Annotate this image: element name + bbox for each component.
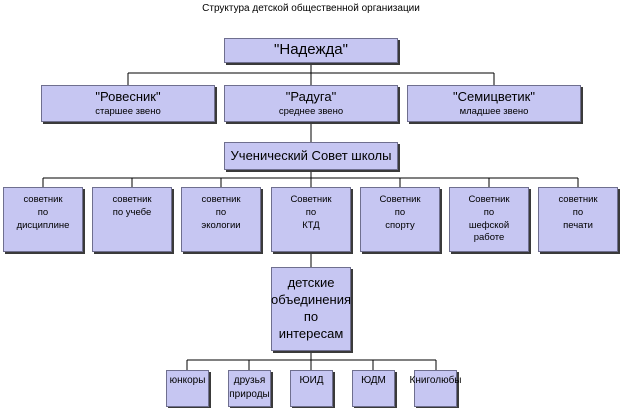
group-node-middle: "Радуга" среднее звено <box>224 85 398 122</box>
advisor-line: Советник <box>290 194 332 205</box>
associations-line: объединения <box>270 292 352 308</box>
club-line: друзья <box>233 375 266 386</box>
advisor-node-discipline: советник по дисциплине <box>3 187 83 252</box>
advisor-line: Советник <box>379 194 421 205</box>
advisor-line: советник <box>201 194 241 205</box>
root-node: "Надежда" <box>224 38 398 63</box>
advisor-line: советник <box>23 194 63 205</box>
club-line: Книголюбы <box>409 375 462 386</box>
club-node-yuid: ЮИД <box>290 370 333 407</box>
advisor-node-patronage: Советник по шефской работе <box>449 187 529 252</box>
advisor-line: по учебе <box>112 206 152 218</box>
associations-line: детские <box>287 275 335 291</box>
advisor-line: КТД <box>302 219 320 231</box>
group-sublabel: старшее звено <box>95 105 161 117</box>
group-node-senior: "Ровесник" старшее звено <box>41 85 215 122</box>
group-label: "Ровесник" <box>95 89 161 105</box>
advisor-line: печати <box>563 219 593 231</box>
club-line: ЮИД <box>299 375 324 386</box>
club-line: природы <box>229 388 270 400</box>
advisor-line: по <box>215 206 227 218</box>
associations-line: интересам <box>278 325 344 341</box>
advisor-line: по <box>483 206 495 218</box>
advisor-line: Советник <box>468 194 510 205</box>
root-label: "Надежда" <box>274 41 348 59</box>
advisor-line: работе <box>473 232 505 244</box>
council-label: Ученический Совет школы <box>230 148 392 164</box>
advisor-line: по <box>305 206 317 218</box>
advisor-node-sport: Советник по спорту <box>360 187 440 252</box>
advisor-line: экологии <box>201 219 241 231</box>
club-line: ЮДМ <box>361 375 386 386</box>
advisor-node-press: советник по печати <box>538 187 618 252</box>
advisor-line: советник <box>112 194 152 205</box>
advisor-line: шефской <box>468 219 510 231</box>
advisor-line: по <box>572 206 584 218</box>
club-node-bookworms: Книголюбы <box>410 370 461 407</box>
associations-node: детские объединения по интересам <box>271 267 351 351</box>
advisor-line: по <box>394 206 406 218</box>
group-label: "Семицветик" <box>453 89 535 105</box>
advisor-node-ktd: Советник по КТД <box>271 187 351 252</box>
group-sublabel: младшее звено <box>459 105 529 117</box>
club-node-junkory: юнкоры <box>166 370 209 407</box>
group-label: "Радуга" <box>285 89 337 105</box>
diagram-title: Структура детской общественной организац… <box>202 3 420 14</box>
advisor-line: советник <box>558 194 598 205</box>
club-node-yudm: ЮДМ <box>352 370 395 407</box>
group-node-junior: "Семицветик" младшее звено <box>407 85 581 122</box>
council-node: Ученический Совет школы <box>224 142 398 170</box>
advisor-node-ecology: советник по экологии <box>181 187 261 252</box>
associations-line: по <box>303 309 319 324</box>
advisor-line: по <box>37 206 49 218</box>
advisor-line: спорту <box>385 219 415 231</box>
group-sublabel: среднее звено <box>278 105 344 117</box>
advisor-node-study: советник по учебе <box>92 187 172 252</box>
club-line: юнкоры <box>169 375 206 386</box>
club-node-nature-friends: друзья природы <box>228 370 271 407</box>
advisor-line: дисциплине <box>16 219 70 231</box>
